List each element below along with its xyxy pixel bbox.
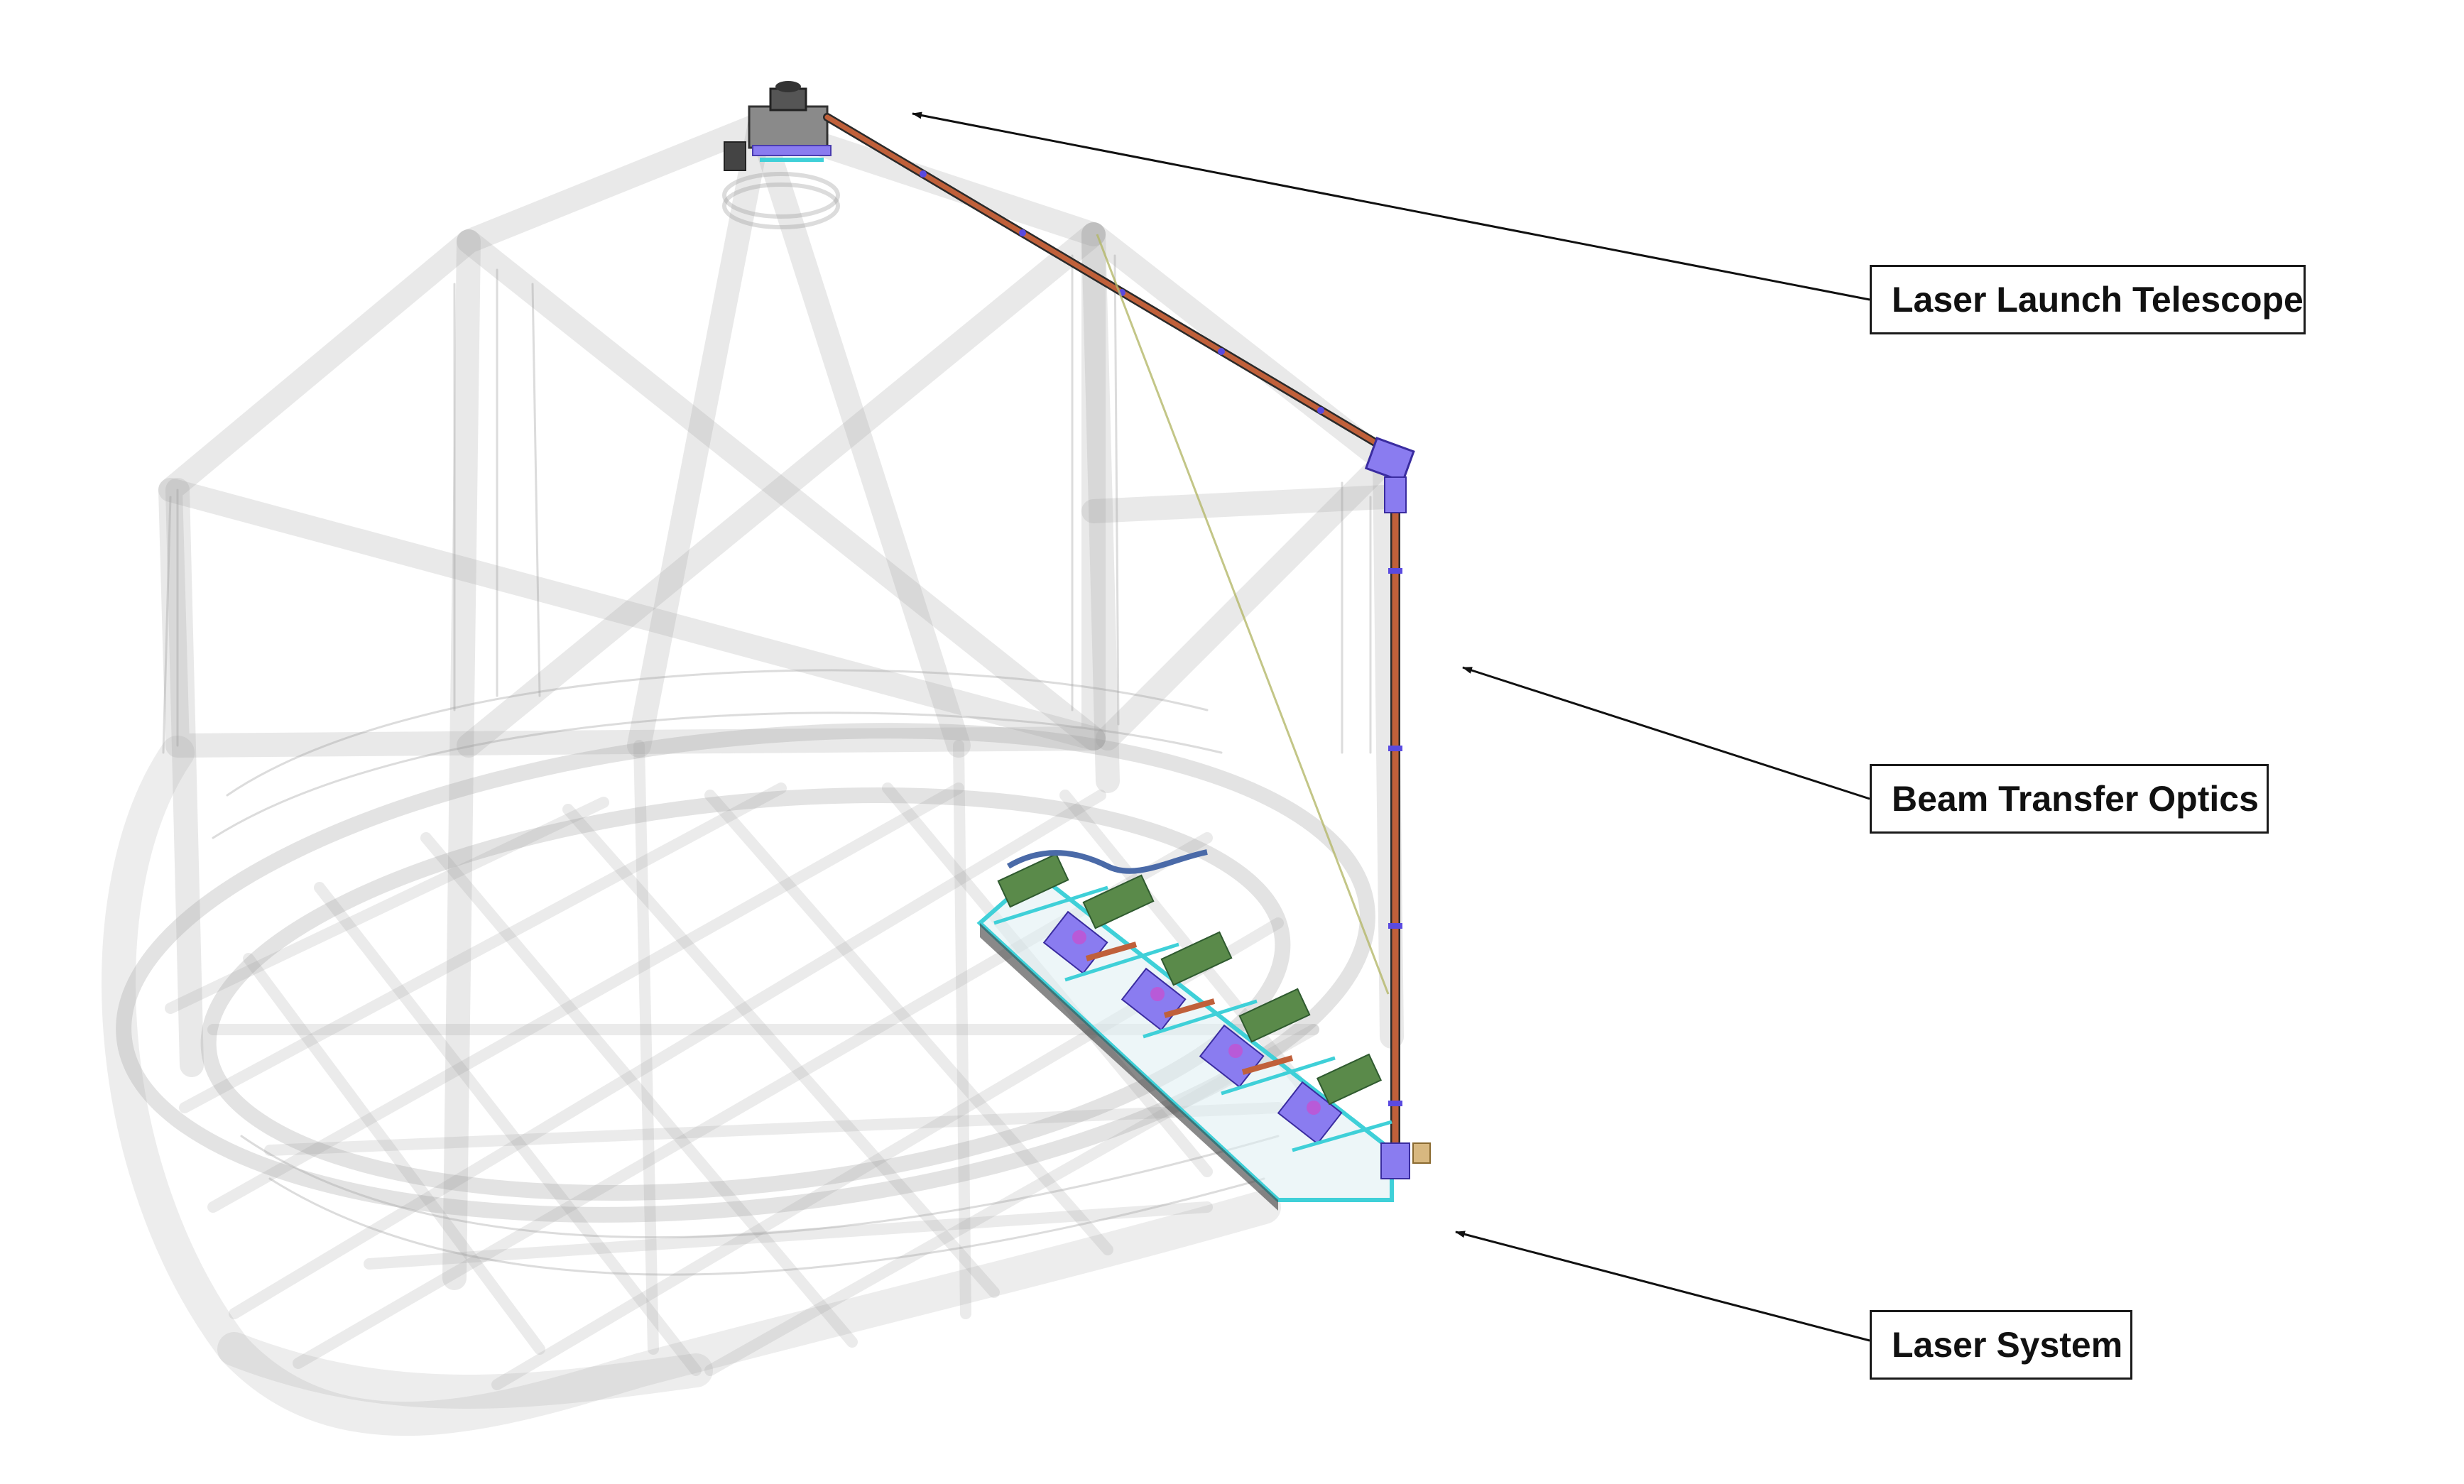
laser-launch-telescope-assembly [724,81,832,171]
leader-arrow-llt [912,111,1870,301]
leader-arrow-ls [1455,1231,1870,1342]
leader-arrows [912,111,1870,1342]
label-beam-transfer-optics: Beam Transfer Optics [1870,764,2269,834]
laser-system-bench [976,849,1431,1211]
leader-arrow-bto [1462,666,1870,800]
label-laser-launch-telescope: Laser Launch Telescope [1870,265,2306,334]
label-laser-system: Laser System [1870,1310,2132,1380]
beam-transfer-optics-path [823,113,1415,1168]
telescope-truss-structure [102,112,1404,1436]
